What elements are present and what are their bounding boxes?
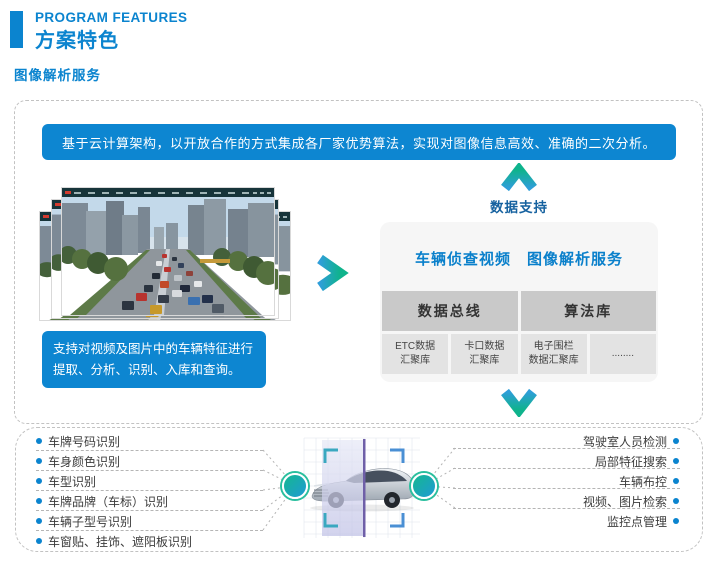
bullet-icon (673, 498, 679, 504)
bullet-icon (36, 438, 42, 444)
table-cell-more: ........ (589, 334, 656, 374)
app-menu-strip (74, 191, 250, 194)
bullet-icon (673, 478, 679, 484)
scan-plane-edge (363, 439, 366, 537)
app-controls-strip (269, 215, 287, 218)
data-support-label: 数据支持 (490, 200, 548, 215)
bullet-icon (36, 458, 42, 464)
list-item: 车辆子型号识别 (30, 511, 266, 531)
scan-plane (322, 440, 364, 536)
app-logo-icon (55, 203, 61, 206)
table-cell-checkpoint-data: 卡口数据 汇聚库 (451, 334, 518, 374)
traffic-photo-front (62, 188, 274, 315)
service-panel-table: 数据总线 算法库 ETC数据 汇聚库 卡口数据 汇聚库 电子围栏 数据汇聚库 .… (382, 291, 656, 374)
car-scan-image (303, 437, 420, 538)
service-panel: 车辆侦查视频 图像解析服务 数据总线 算法库 ETC数据 汇聚库 卡口数据 汇聚… (380, 222, 658, 382)
connector-node-right (411, 473, 437, 499)
list-item: 驾驶室人员检测 (451, 431, 683, 451)
traffic-scene-image (62, 197, 274, 315)
app-logo-icon (65, 191, 71, 194)
list-divider (453, 448, 680, 449)
list-item: 视频、图片检索 (451, 491, 683, 511)
chevron-right-icon (317, 255, 349, 291)
bullet-icon (673, 458, 679, 464)
section-title: 图像解析服务 (14, 68, 101, 83)
app-logo-icon (43, 215, 49, 218)
scan-frame (323, 448, 405, 528)
list-item: 车窗贴、挂饰、遮阳板识别 (30, 531, 266, 551)
list-divider (453, 488, 680, 489)
list-divider (453, 468, 680, 469)
list-divider (36, 490, 263, 491)
column-header-algorithm-lib: 算法库 (520, 291, 656, 331)
top-dashed-box (14, 100, 703, 424)
bottom-dashed-box (15, 427, 703, 552)
list-item: 监控点管理 (451, 511, 683, 531)
bullet-icon (36, 478, 42, 484)
connector-node-left (282, 473, 308, 499)
bullet-icon (673, 438, 679, 444)
photo-app-titlebar (62, 188, 274, 197)
bullet-icon (673, 518, 679, 524)
column-header-data-bus: 数据总线 (382, 291, 518, 331)
photo-caption: 支持对视频及图片中的车辆特征进行提取、分析、识别、入库和查询。 (42, 331, 266, 388)
list-item: 车辆布控 (451, 471, 683, 491)
eyebrow-title: PROGRAM FEATURES (35, 10, 188, 25)
list-item: 车身颜色识别 (30, 451, 266, 471)
list-divider (36, 450, 263, 451)
list-item: 车牌品牌（车标）识别 (30, 491, 266, 511)
bullet-icon (36, 518, 42, 524)
intro-banner: 基于云计算架构，以开放合作的方式集成各厂家优势算法，实现对图像信息高效、准确的二… (42, 124, 676, 160)
table-cell-etc-data: ETC数据 汇聚库 (382, 334, 449, 374)
accent-bar (10, 11, 23, 48)
list-item: 车型识别 (30, 471, 266, 491)
bullet-icon (36, 498, 42, 504)
page-title: 方案特色 (35, 30, 119, 52)
list-divider (36, 510, 263, 511)
bullet-icon (36, 538, 42, 544)
app-controls-strip (253, 191, 271, 194)
list-divider (36, 470, 263, 471)
chevron-down-icon (501, 388, 537, 417)
list-divider (453, 508, 680, 509)
list-item: 车牌号码识别 (30, 431, 266, 451)
service-panel-title: 车辆侦查视频 图像解析服务 (414, 251, 623, 268)
chevron-up-icon (501, 163, 537, 192)
table-cell-efence-data: 电子围栏 数据汇聚库 (520, 334, 587, 374)
list-item: 局部特征搜索 (451, 451, 683, 471)
list-divider (36, 530, 263, 531)
